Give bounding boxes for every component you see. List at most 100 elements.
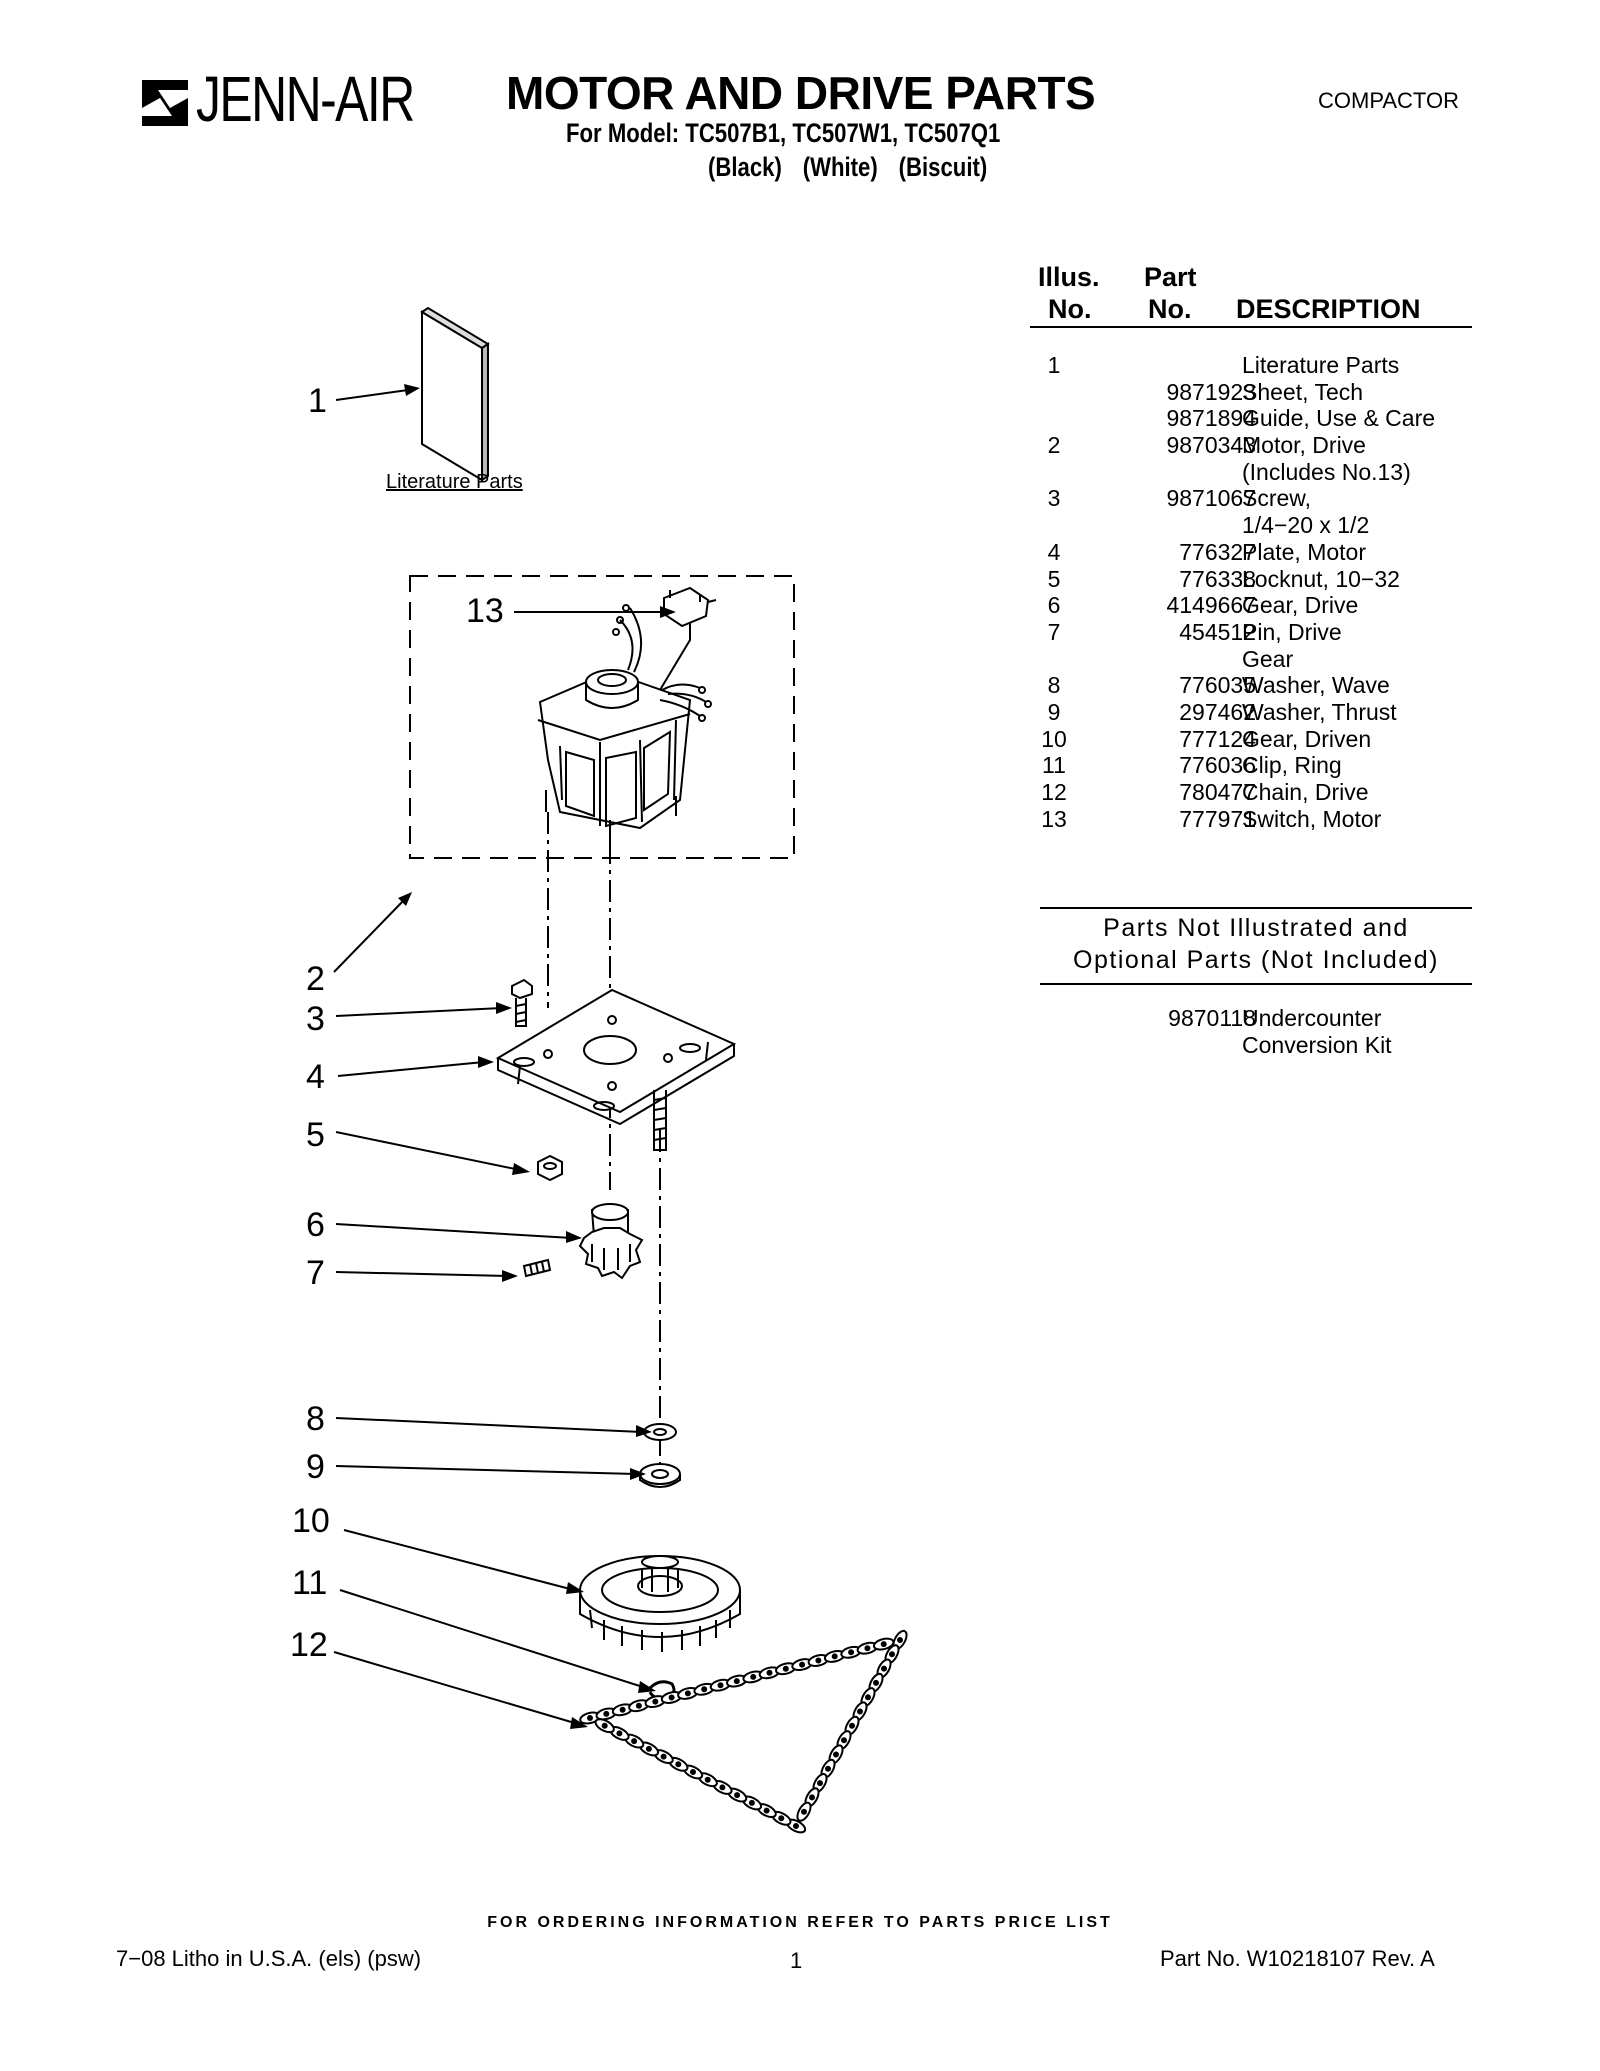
header-part: Part [1144, 262, 1197, 292]
part-number: 776036 [1179, 752, 1256, 779]
chain-pin [801, 1808, 807, 1815]
chain-link [742, 1670, 764, 1684]
chain-pin [701, 1686, 708, 1693]
chain-link [876, 1658, 892, 1679]
chain-pin [675, 1761, 682, 1768]
chain-pin [587, 1715, 593, 1721]
chain-link [823, 1649, 846, 1663]
chain-pin [652, 1698, 659, 1705]
part-description: Pin, Drive [1242, 618, 1342, 645]
callout-7: 7 [306, 1254, 325, 1292]
part-description: Gear, Driven [1242, 725, 1372, 752]
chain-link [623, 1733, 645, 1749]
chain-pin [619, 1706, 626, 1713]
part-description: Guide, Use & Care [1242, 405, 1436, 432]
parts-row: Gear [1030, 646, 1490, 673]
part-number: 4149667 [1166, 592, 1256, 619]
part-number: 777971 [1179, 805, 1256, 832]
chain-link [709, 1678, 732, 1692]
part-description: Chain, Drive [1242, 779, 1369, 805]
print-info: 7−08 Litho in U.S.A. (els) (psw) [116, 1946, 422, 1971]
chain-pin [601, 1722, 608, 1729]
chain-link [807, 1654, 830, 1667]
page-title: MOTOR AND DRIVE PARTS [506, 67, 1096, 119]
illus-number: 2 [1047, 432, 1061, 459]
chain-pin [635, 1702, 642, 1709]
callout-10: 10 [292, 1502, 330, 1540]
chain-link [884, 1644, 900, 1665]
chain-link [682, 1764, 704, 1780]
chain-pin [817, 1780, 823, 1787]
chain-link [856, 1641, 879, 1655]
ordering-note: FOR ORDERING INFORMATION REFER TO PARTS … [487, 1914, 1113, 1931]
callout-1: 1 [308, 382, 327, 420]
chain-link [844, 1715, 860, 1736]
header-illus-no: No. [1048, 294, 1092, 324]
chain-pin [782, 1665, 789, 1672]
motor-icon [537, 604, 712, 842]
part-number: 9870118 [1168, 1005, 1256, 1031]
illus-number: 13 [1041, 805, 1067, 832]
part-number: 780477 [1179, 779, 1256, 805]
chain-pin [719, 1784, 726, 1791]
chain-pin [848, 1649, 855, 1656]
parts-row: 1/4−20 x 1/2 [1030, 512, 1490, 539]
illus-number: 10 [1041, 725, 1067, 752]
chain-pin [865, 1694, 871, 1701]
part-description: Motor, Drive [1242, 432, 1366, 459]
thrust-washer-icon [639, 1463, 681, 1488]
chain-pin [684, 1690, 691, 1697]
part-number: 776035 [1179, 672, 1256, 699]
chain-pin [668, 1694, 675, 1701]
part-description: Screw, [1242, 485, 1312, 512]
part-number: 9871067 [1166, 485, 1256, 512]
locknut-icon [537, 1154, 563, 1182]
header-illus: Illus. [1038, 262, 1100, 292]
chain-link [677, 1686, 699, 1700]
chain-pin [660, 1753, 667, 1760]
chain-link [828, 1744, 844, 1765]
part-description: Gear, Drive [1242, 592, 1359, 619]
illus-number: 8 [1047, 672, 1061, 699]
chain-link [852, 1701, 868, 1722]
illus-number: 3 [1047, 485, 1061, 512]
part-description: (Includes No.13) [1242, 458, 1411, 485]
part-description: Conversion Kit [1242, 1031, 1392, 1058]
chain-pin [809, 1794, 815, 1801]
jenn-air-logo-icon [142, 80, 188, 126]
chain-link [791, 1658, 813, 1672]
header-part-no: No. [1148, 294, 1192, 324]
chain-link [796, 1801, 812, 1822]
chain-link [741, 1795, 763, 1811]
parts-row: (Includes No.13) [1030, 459, 1490, 486]
drive-gear-icon [578, 1203, 644, 1280]
chain-pin [857, 1708, 863, 1715]
part-description: Literature Parts [1242, 352, 1400, 378]
callout-11: 11 [292, 1564, 327, 1602]
chain-link [775, 1662, 797, 1676]
illus-number: 4 [1047, 538, 1061, 565]
part-description: 1/4−20 x 1/2 [1242, 512, 1370, 539]
chain-link [693, 1682, 715, 1696]
part-description: Sheet, Tech [1242, 378, 1364, 405]
not-illustrated-title: Parts Not Illustrated and [1103, 914, 1409, 942]
callout-9: 9 [306, 1448, 325, 1486]
part-description: Undercounter [1242, 1005, 1382, 1031]
chain-link [668, 1756, 689, 1772]
illus-number: 11 [1042, 752, 1066, 779]
drive-pin-icon [522, 1258, 552, 1278]
driven-gear-icon [579, 1555, 741, 1652]
chain-pin [897, 1637, 903, 1643]
callout-2: 2 [306, 960, 325, 998]
chain-link [860, 1687, 876, 1708]
chain-pin [889, 1651, 895, 1658]
chain-link [771, 1810, 792, 1826]
